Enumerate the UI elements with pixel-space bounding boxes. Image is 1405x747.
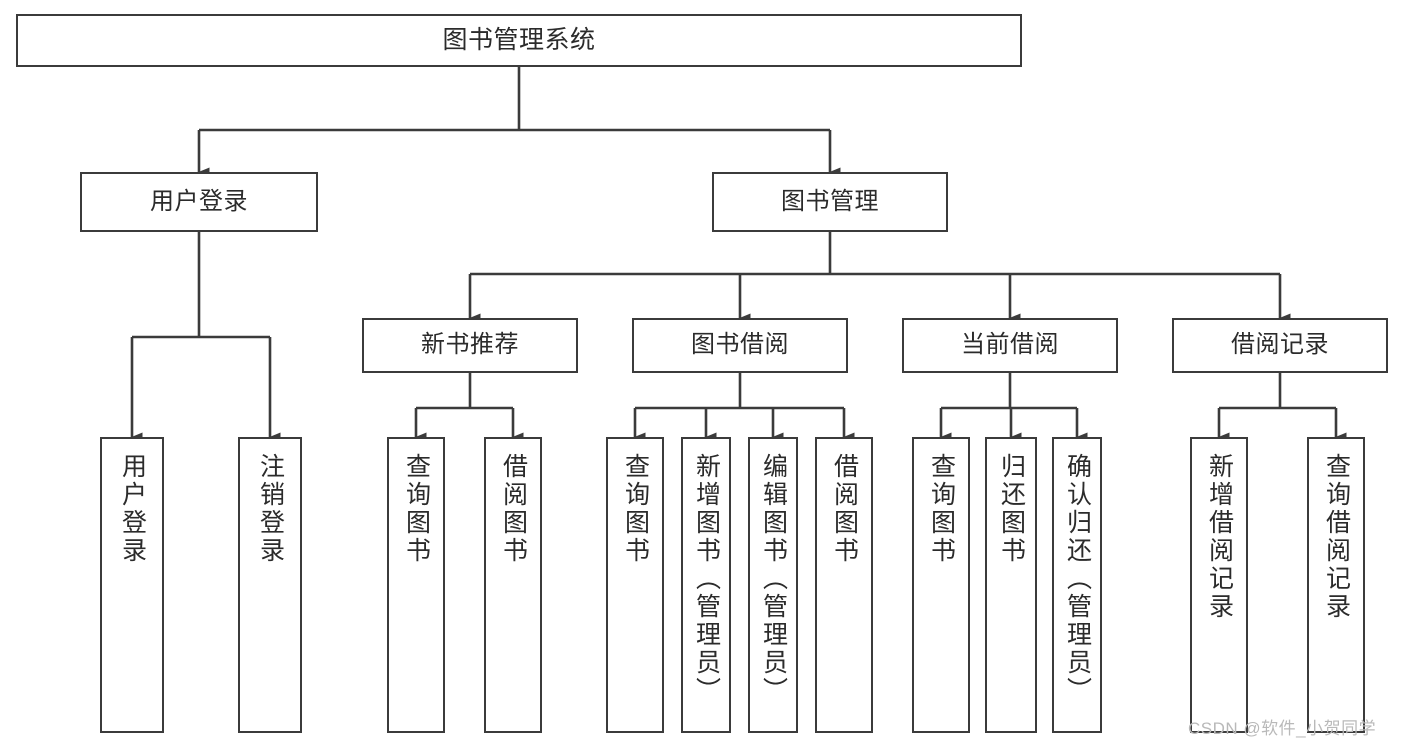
node-leaf-confirm-return-admin: 确认归还（管理员） [1052, 437, 1102, 733]
csdn-watermark: CSDN @软件_小贺同学 [1188, 719, 1377, 738]
node-label: 用户登录 [118, 453, 147, 565]
node-leaf-query-borrow-record: 查询借阅记录 [1307, 437, 1365, 733]
node-leaf-query-book-1: 查询图书 [387, 437, 445, 733]
node-leaf-query-book-3: 查询图书 [912, 437, 970, 733]
node-label: 查询图书 [927, 453, 956, 565]
node-leaf-edit-book-admin: 编辑图书（管理员） [748, 437, 798, 733]
node-label: 借阅图书 [830, 453, 859, 565]
node-label: 新增借阅记录 [1205, 453, 1234, 621]
node-label: 归还图书 [997, 453, 1026, 565]
node-leaf-return-book: 归还图书 [985, 437, 1037, 733]
node-label: 注销登录 [256, 453, 285, 565]
node-label: 查询借阅记录 [1322, 453, 1351, 621]
node-current-borrow: 当前借阅 [902, 318, 1118, 373]
node-label: 图书借阅 [691, 331, 789, 359]
node-leaf-add-book-admin: 新增图书（管理员） [681, 437, 731, 733]
node-label: 用户登录 [150, 187, 248, 215]
node-label: 查询图书 [621, 453, 650, 565]
node-label: 图书管理 [781, 187, 879, 215]
node-leaf-borrow-book-1: 借阅图书 [484, 437, 542, 733]
node-label: 当前借阅 [961, 331, 1059, 359]
node-label: 编辑图书（管理员） [759, 453, 788, 705]
node-book-manage: 图书管理 [712, 172, 948, 232]
node-label: 借阅记录 [1231, 331, 1329, 359]
node-label: 借阅图书 [499, 453, 528, 565]
node-borrow-record: 借阅记录 [1172, 318, 1388, 373]
node-leaf-query-book-2: 查询图书 [606, 437, 664, 733]
node-user-login: 用户登录 [80, 172, 318, 232]
node-new-book-recommend: 新书推荐 [362, 318, 578, 373]
node-label: 确认归还（管理员） [1063, 453, 1092, 705]
node-leaf-borrow-book-2: 借阅图书 [815, 437, 873, 733]
node-label: 查询图书 [402, 453, 431, 565]
node-label: 新增图书（管理员） [692, 453, 721, 705]
node-root: 图书管理系统 [16, 14, 1022, 67]
node-label: 新书推荐 [421, 331, 519, 359]
node-book-borrow: 图书借阅 [632, 318, 848, 373]
node-leaf-user-login: 用户登录 [100, 437, 164, 733]
node-label: 图书管理系统 [442, 25, 596, 54]
node-leaf-add-borrow-record: 新增借阅记录 [1190, 437, 1248, 733]
node-leaf-logout-login: 注销登录 [238, 437, 302, 733]
